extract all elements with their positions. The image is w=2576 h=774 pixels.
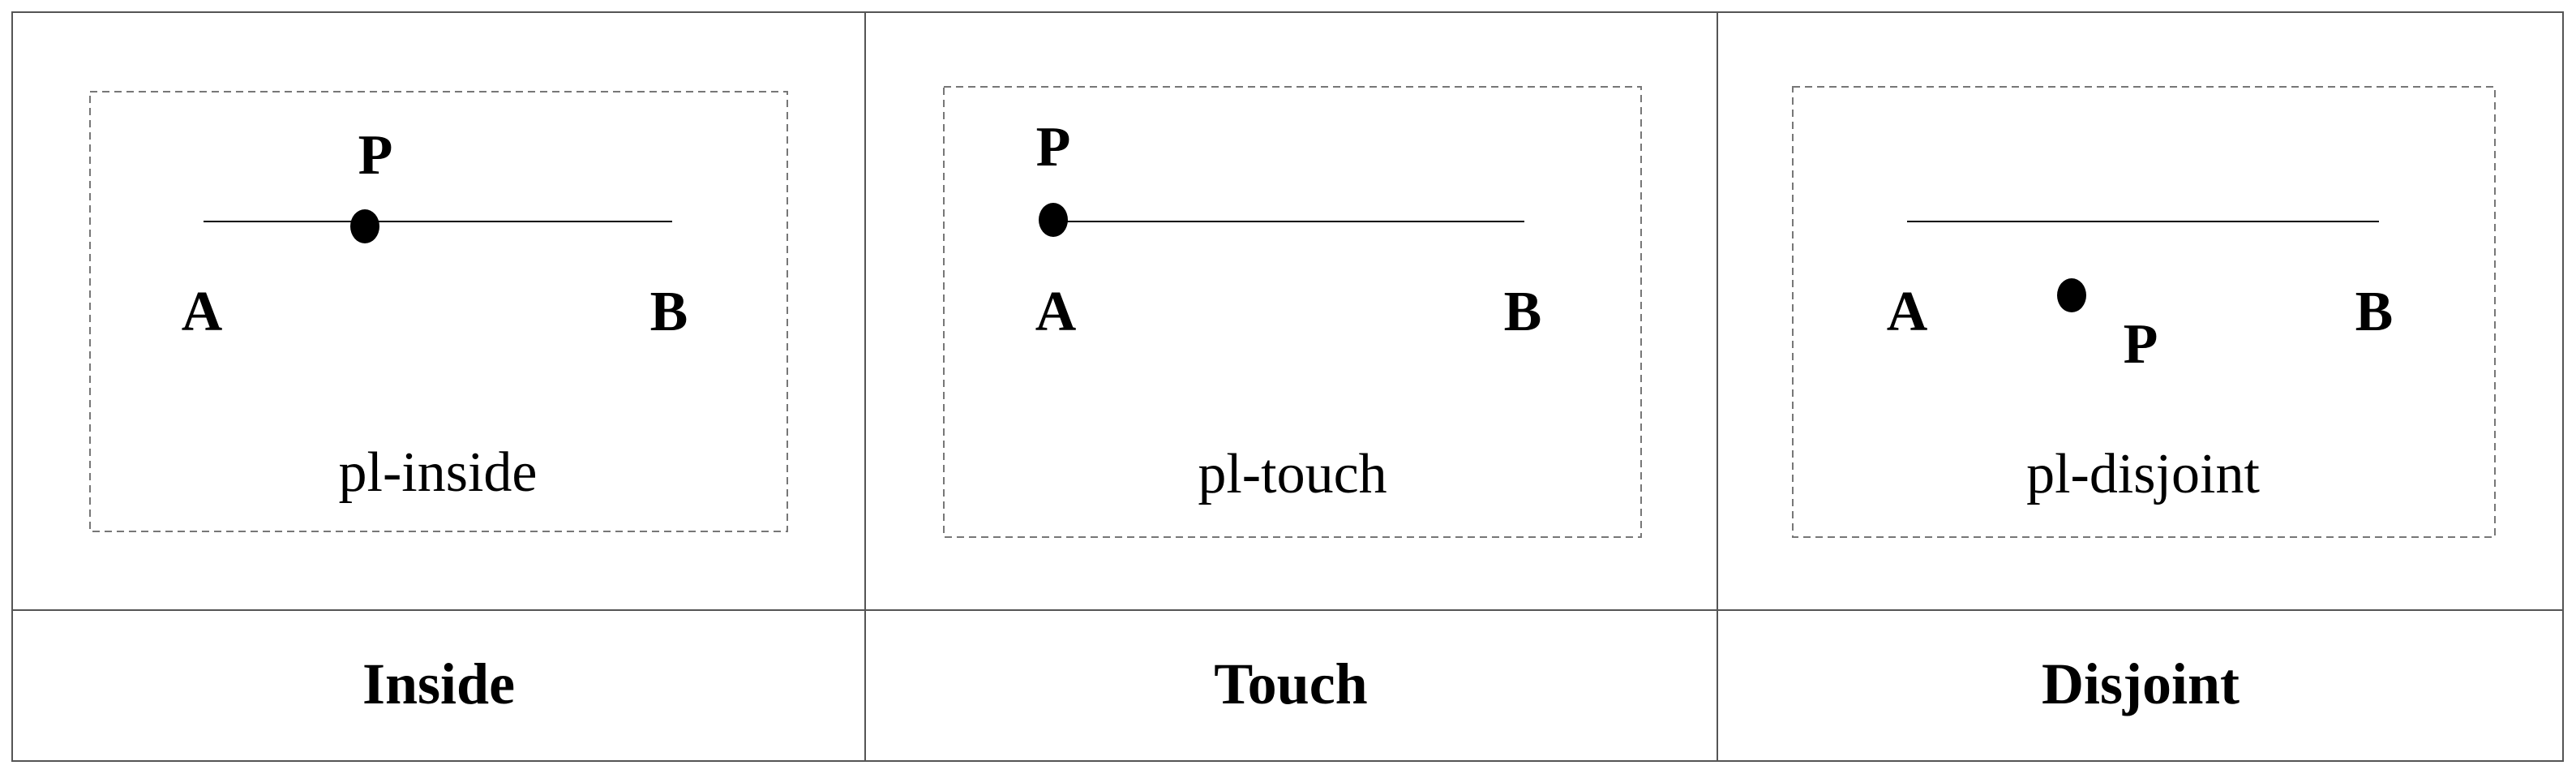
dashed-frame [943, 86, 1642, 538]
panel-disjoint: P A B pl-disjoint Disjoint [1792, 86, 2496, 716]
relation-caption: pl-disjoint [2026, 443, 2260, 505]
endpoint-label-a: A [1887, 281, 1928, 343]
point-p [2057, 278, 2086, 312]
footer-label-disjoint: Disjoint [2042, 651, 2240, 716]
point-label-p: P [1036, 116, 1071, 178]
point-p [1039, 203, 1068, 237]
dashed-frame [89, 91, 788, 532]
table-border [11, 11, 2564, 762]
dashed-frame [1792, 86, 2496, 538]
endpoint-label-a: A [1035, 281, 1077, 343]
relation-caption: pl-touch [1198, 443, 1387, 505]
endpoint-label-b: B [2355, 281, 2394, 343]
endpoint-label-b: B [1504, 281, 1542, 343]
endpoint-label-b: B [650, 281, 688, 343]
point-label-p: P [2124, 313, 2158, 376]
panel-touch: P A B pl-touch Touch [943, 86, 1642, 716]
endpoint-label-a: A [182, 281, 223, 343]
panel-inside: P A B pl-inside Inside [89, 91, 788, 716]
point-label-p: P [358, 124, 393, 187]
relation-caption: pl-inside [339, 441, 538, 504]
footer-label-touch: Touch [1214, 651, 1367, 716]
footer-label-inside: Inside [362, 651, 515, 716]
point-p [350, 209, 379, 243]
table-grid [11, 11, 2564, 762]
